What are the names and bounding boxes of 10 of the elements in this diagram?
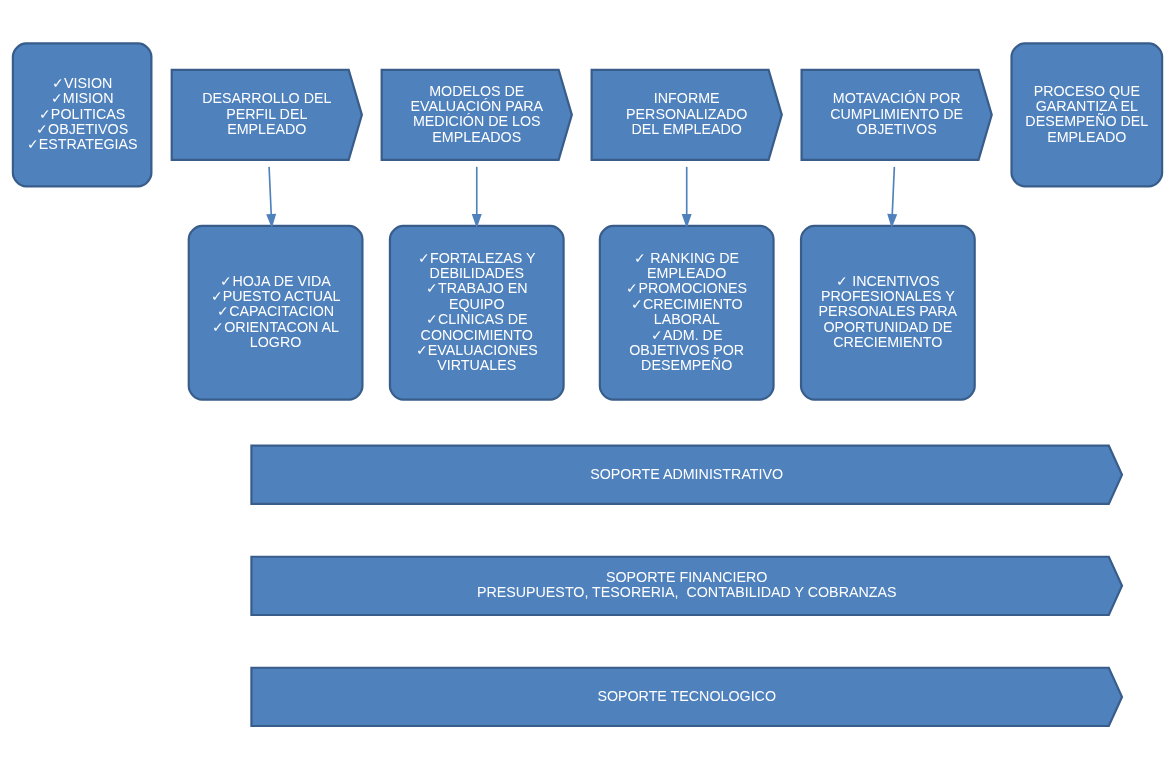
arrow	[887, 166, 898, 229]
node-box: ✓ RANKING DE EMPLEADO ✓PROMOCIONES ✓CRECIMIENTO LABORAL ✓ADM. DE OBJETIVOS POR DESEMPEÑO	[598, 224, 775, 401]
node-box: ✓FORTALEZAS Y DEBILIDADES ✓TRABAJO EN EQUIPO ✓CLINICAS DE CONOCIMIENTO ✓EVALUACIONES VIRTUALES	[388, 224, 565, 401]
node-box: PROCESO QUE GARANTIZA EL DESEMPEÑO DEL EMPLEADO	[1010, 42, 1164, 188]
arrow	[266, 166, 277, 229]
arrow	[471, 166, 482, 229]
node-box: ✓HOJA DE VIDA ✓PUESTO ACTUAL ✓CAPACITACION ✓ORIENTACON AL LOGRO	[187, 224, 364, 401]
arrow	[681, 166, 692, 229]
node-box: ✓ INCENTIVOS PROFESIONALES Y PERSONALES PARA OPORTUNIDAD DE CRECIEMIENTO	[799, 224, 976, 401]
node-box: ✓VISION ✓MISION ✓POLITICAS ✓OBJETIVOS ✓ESTRATEGIAS	[11, 42, 153, 188]
